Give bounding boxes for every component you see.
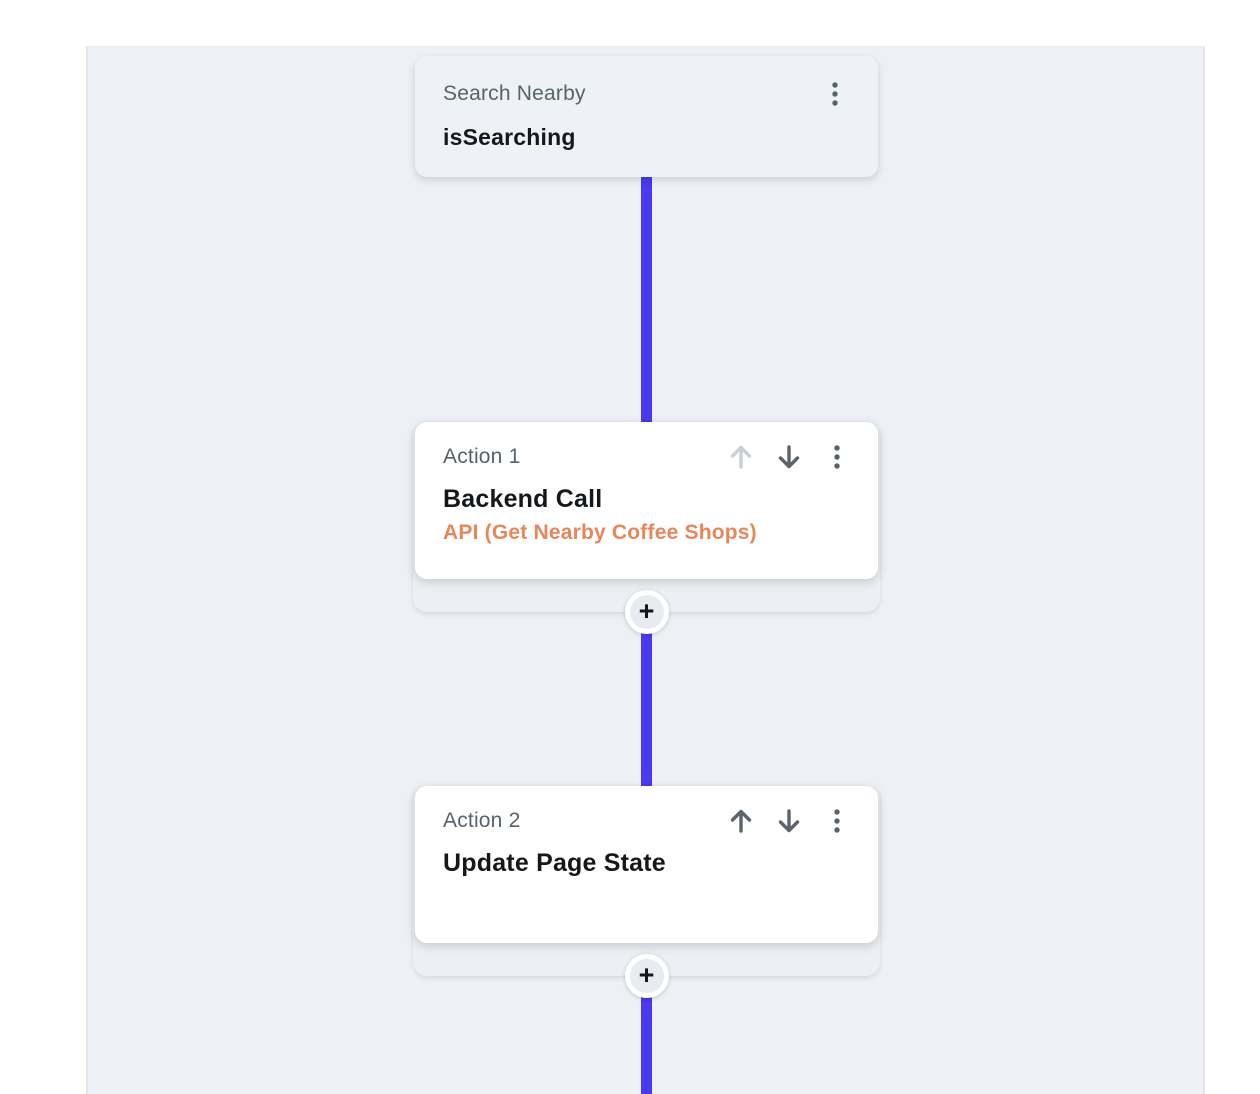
arrow-down-icon: [778, 445, 800, 469]
move-down-button[interactable]: [774, 442, 804, 472]
trigger-card-name: isSearching: [443, 124, 576, 150]
add-action-button[interactable]: +: [624, 954, 669, 998]
action-node: Action 1: [413, 422, 880, 634]
kebab-menu-icon: [832, 82, 838, 106]
plus-icon: +: [638, 959, 655, 990]
trigger-card-title: Search Nearby: [443, 82, 586, 105]
action-card[interactable]: Action 2: [415, 786, 878, 943]
action-name: Backend Call: [443, 485, 603, 513]
move-up-button[interactable]: [726, 442, 756, 472]
trigger-card[interactable]: Search Nearby isSearching: [415, 56, 878, 177]
kebab-menu-icon: [834, 809, 840, 833]
arrow-up-icon: [730, 445, 752, 469]
add-action-button[interactable]: +: [624, 590, 669, 634]
plus-icon: +: [638, 595, 655, 626]
more-options-button[interactable]: [820, 79, 850, 109]
move-down-button[interactable]: [774, 806, 804, 836]
action-card[interactable]: Action 1: [415, 422, 878, 579]
action-subtitle: API (Get Nearby Coffee Shops): [443, 521, 757, 544]
action-label: Action 2: [443, 809, 521, 832]
arrow-up-icon: [730, 809, 752, 833]
kebab-menu-icon: [834, 445, 840, 469]
action-flow-canvas: Search Nearby isSearching Action 1: [86, 46, 1205, 1094]
action-name: Update Page State: [443, 849, 666, 877]
move-up-button[interactable]: [726, 806, 756, 836]
action-node: Action 2: [413, 786, 880, 998]
more-options-button[interactable]: [822, 442, 852, 472]
more-options-button[interactable]: [822, 806, 852, 836]
action-label: Action 1: [443, 445, 521, 468]
arrow-down-icon: [778, 809, 800, 833]
